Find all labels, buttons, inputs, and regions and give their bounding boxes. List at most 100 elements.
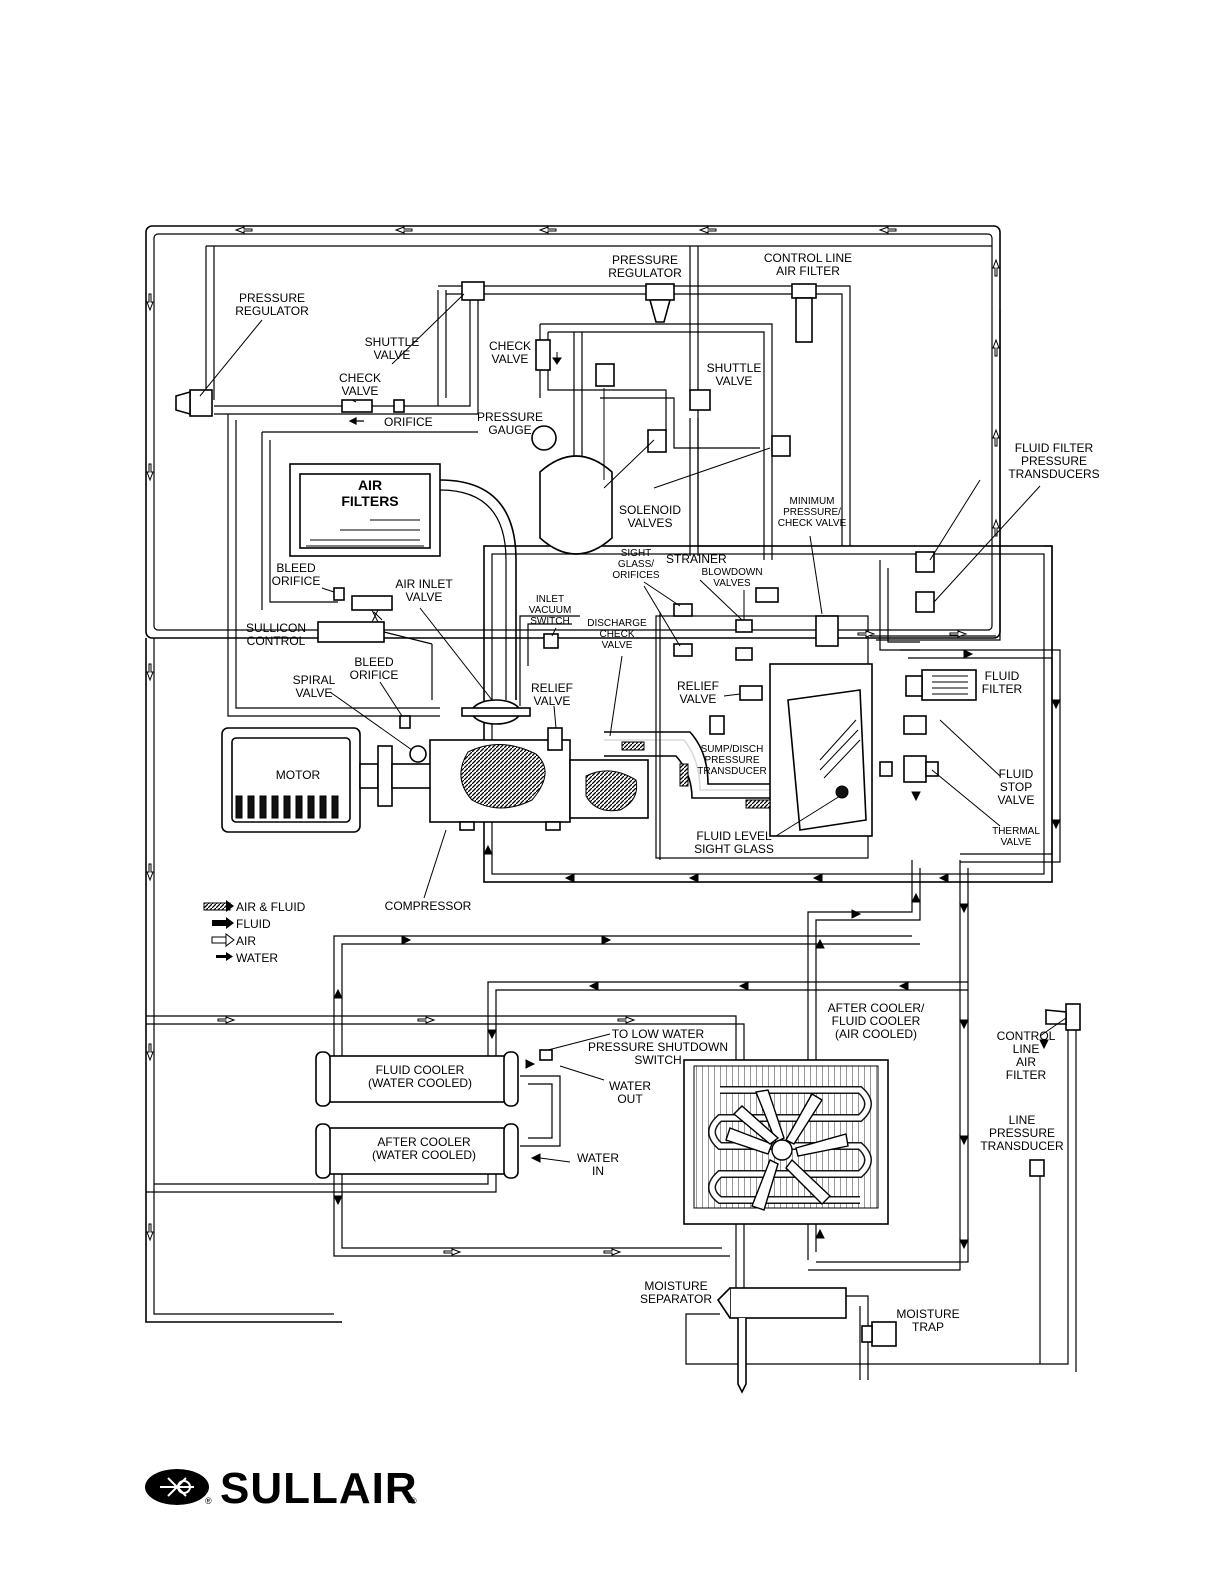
registered-mark: ® (205, 1496, 212, 1506)
fluid-filter-transducer-1 (915, 551, 935, 573)
after-cooler-water-cooled (315, 1123, 519, 1179)
solenoid-valve-3 (771, 435, 791, 457)
legend-label-air: AIR (236, 934, 256, 948)
low-water-switch (539, 1049, 553, 1061)
sump-disch-pressure-transducer (709, 715, 725, 735)
legend-swatch-fluid (212, 920, 228, 926)
fluid-arrows (333, 649, 1061, 1250)
legend-label-air-fluid: AIR & FLUID (236, 900, 306, 914)
inlet-vacuum-switch (543, 633, 559, 649)
solenoid-valve-1 (595, 363, 615, 387)
pressure-regulator-top (645, 283, 675, 323)
label-compressor: COMPRESSOR (385, 899, 472, 913)
flow-arrows (146, 226, 1000, 1256)
motor (221, 727, 433, 833)
check-valve-top (535, 339, 551, 371)
air-inlet-valve (461, 699, 531, 725)
pressure-gauge (531, 425, 557, 451)
legend-label-fluid: FLUID (236, 917, 271, 931)
shuttle-valve-left (461, 281, 485, 301)
fluid-stop-valve (903, 715, 927, 735)
relief-valve-left (547, 727, 563, 751)
control-line-air-filter-top (791, 283, 817, 343)
sight-glass-orifice-1 (673, 603, 693, 617)
compressor (429, 739, 649, 831)
sullicon-control (317, 595, 433, 700)
pressure-regulator-left (175, 389, 213, 417)
check-valve-arrow-icon (552, 352, 562, 365)
air-cooled-cooler (683, 1059, 889, 1225)
bleed-orifice-mid (399, 715, 411, 729)
fluid-filter-transducer-2 (915, 591, 935, 613)
sight-glass-orifice-2 (673, 643, 693, 657)
label-orifice: ORIFICE (384, 415, 433, 429)
legend: AIR & FLUID FLUID AIR WATER (203, 900, 306, 965)
fluid-cooler-water-cooled (315, 1051, 519, 1107)
minimum-pressure-check-valve (815, 615, 839, 647)
label-strainer: STRAINER (666, 552, 727, 566)
moisture-trap (861, 1321, 897, 1347)
registered-mark-2: ® (410, 1496, 417, 1506)
relief-valve-right (739, 685, 763, 701)
strainer (755, 587, 779, 603)
control-air-lines (205, 245, 992, 717)
solenoid-valve-2 (647, 429, 667, 453)
control-line-air-filter-right (1045, 1003, 1081, 1031)
label-after-cooler-fluid-cooler-air: AFTER COOLER/FLUID COOLER(AIR COOLED) (828, 1001, 925, 1041)
air-fluid-arrows (621, 741, 771, 809)
blowdown-valve-2 (735, 647, 753, 661)
moisture-separator (716, 1287, 847, 1394)
check-valve-flow-icon (348, 417, 364, 425)
blowdown-valve-1 (735, 619, 753, 633)
leader-lines (199, 293, 1067, 1163)
spiral-valve (409, 745, 427, 763)
receiver-tank (539, 455, 613, 555)
fluid-filter (905, 669, 977, 701)
label-motor: MOTOR (276, 768, 321, 782)
sullair-logo: SULLAIR ® ® (145, 1464, 418, 1513)
line-pressure-transducer (1029, 1159, 1045, 1177)
shuttle-valve-right (689, 389, 711, 411)
thermal-valve (903, 755, 927, 783)
cooler-piping (146, 860, 1077, 1380)
label-after-cooler-water: AFTER COOLER(WATER COOLED) (372, 1135, 476, 1162)
bleed-orifice-top (333, 587, 345, 601)
sullair-wordmark: SULLAIR (220, 1464, 418, 1513)
legend-swatch-air (211, 936, 227, 944)
label-fluid-cooler-water: FLUID COOLER(WATER COOLED) (368, 1063, 472, 1090)
air-filter-housing (289, 463, 517, 700)
